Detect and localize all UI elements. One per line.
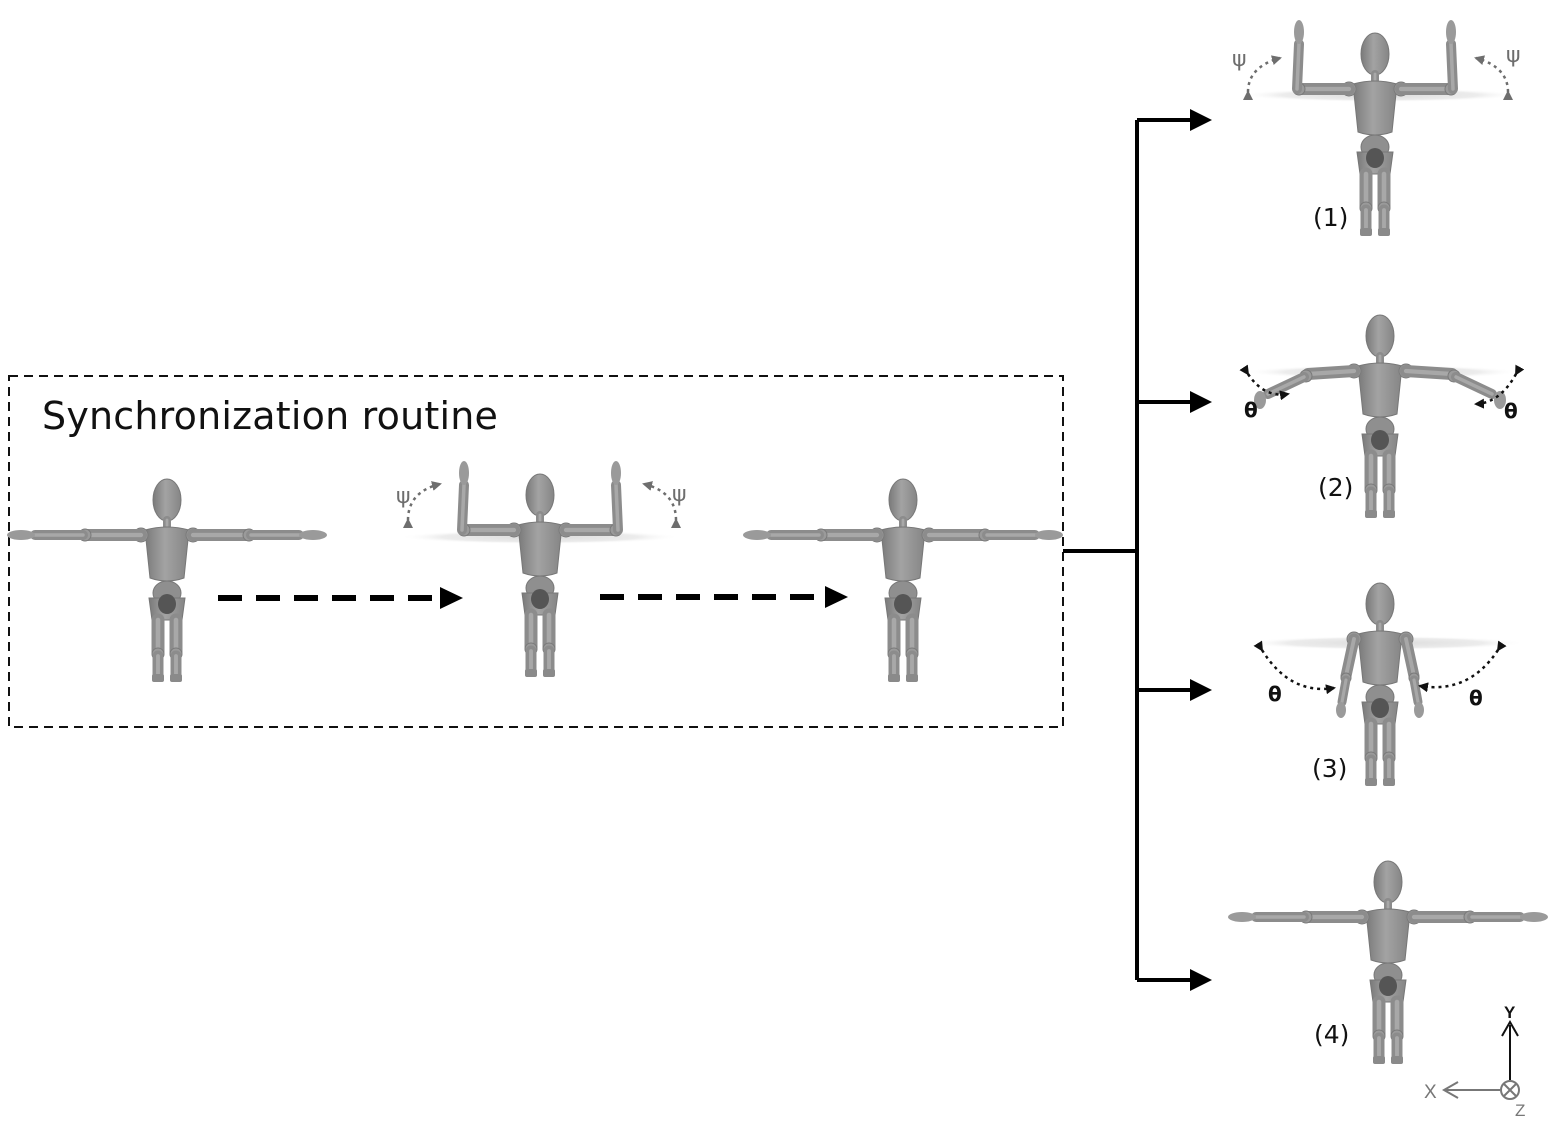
psi-arc-outcome-1-left — [1242, 55, 1282, 101]
psi-label-outcome-1-right: ψ — [1506, 43, 1521, 68]
theta-arc-outcome-2-right — [1474, 364, 1525, 409]
theta-arc-outcome-3-right — [1418, 640, 1507, 693]
theta-label-outcome-3-right: θ — [1469, 686, 1483, 710]
theta-arc-outcome-2-left — [1239, 364, 1290, 401]
mannequin-routine-2 — [457, 461, 623, 677]
psi-arc-outcome-1-right — [1474, 55, 1514, 101]
theta-label-outcome-2-left: θ — [1244, 398, 1258, 422]
psi-label-right: ψ — [672, 482, 687, 507]
mannequin-routine-1 — [7, 478, 327, 682]
axes-glyph — [1441, 1019, 1520, 1100]
psi-label-left: ψ — [396, 484, 411, 509]
routine-arrow-2 — [600, 586, 848, 608]
mannequin-outcome-2 — [1254, 314, 1506, 518]
psi-label-outcome-1-left: ψ — [1232, 47, 1247, 72]
mannequin-routine-3 — [743, 478, 1063, 682]
theta-label-outcome-3-left: θ — [1268, 682, 1282, 706]
axis-x-label: X — [1424, 1082, 1437, 1103]
branch-arrowheads — [1190, 109, 1212, 991]
theta-label-outcome-2-right: θ — [1504, 399, 1518, 423]
outcome-label-2: (2) — [1318, 473, 1354, 502]
mannequin-outcome-1 — [1292, 20, 1458, 236]
axis-y-label: Y — [1504, 1003, 1516, 1022]
theta-arc-outcome-3-left — [1253, 640, 1336, 695]
outcome-label-4: (4) — [1314, 1020, 1350, 1049]
outcome-label-3: (3) — [1312, 754, 1348, 783]
mannequin-outcome-4 — [1228, 860, 1548, 1064]
axis-z-label: Z — [1515, 1101, 1525, 1120]
psi-arc-left — [402, 481, 442, 529]
mannequin-outcome-3 — [1336, 582, 1424, 786]
routine-box — [8, 375, 1064, 728]
outcome-label-1: (1) — [1313, 203, 1349, 232]
routine-title: Synchronization routine — [42, 394, 499, 438]
routine-arrow-1 — [218, 587, 463, 609]
branch-connector — [1063, 118, 1195, 982]
